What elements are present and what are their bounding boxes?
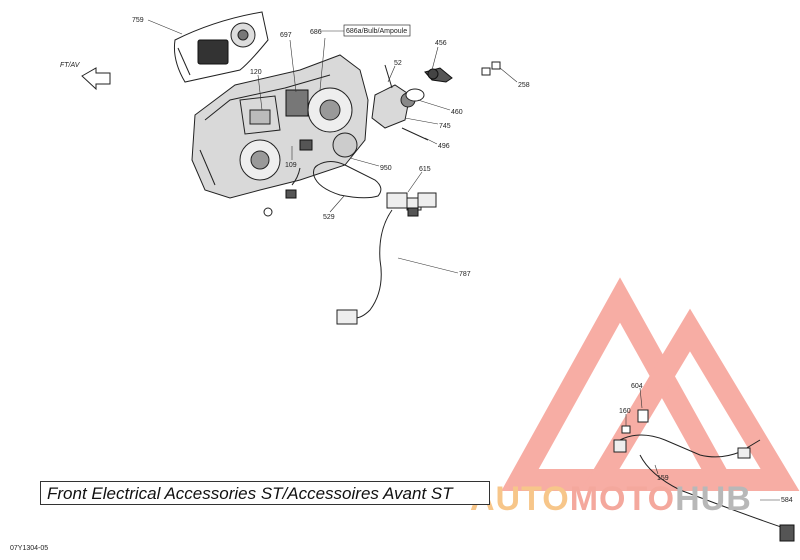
- leader-lines: [147, 19, 780, 501]
- instrument-cluster: [174, 11, 269, 83]
- watermark-text-moto: MOTO: [569, 480, 676, 518]
- callout-496: 496: [438, 143, 450, 150]
- callout-460: 460: [451, 109, 463, 116]
- callout-529: 529: [323, 214, 335, 221]
- callout-109: 109: [285, 162, 297, 169]
- callout-160: 160: [619, 408, 631, 415]
- callout-604: 604: [631, 383, 643, 390]
- diagram-code: 07Y1304-05: [10, 545, 49, 552]
- callout-456: 456: [435, 40, 447, 47]
- callout-120: 120: [250, 69, 262, 76]
- callout-258: 258: [518, 82, 530, 89]
- harness-787: [336, 209, 393, 325]
- clips-258: [481, 61, 501, 76]
- callout-159: 159: [657, 475, 669, 482]
- direction-label: FT/AV: [60, 62, 81, 69]
- connectors-615: [386, 192, 437, 217]
- callout-686: 686: [310, 29, 322, 36]
- watermark-text-hub: HUB: [675, 480, 752, 518]
- headlight-assembly: [191, 54, 369, 199]
- front-direction-arrow: [81, 67, 111, 91]
- callout-745: 745: [439, 123, 451, 130]
- harness-lower-right: [613, 409, 795, 542]
- bulb-sockets: [263, 139, 313, 217]
- callout-759: 759: [132, 17, 144, 24]
- callout-697: 697: [280, 32, 292, 39]
- callout-787: 787: [459, 271, 471, 278]
- callout-615: 615: [419, 166, 431, 173]
- wire-loop: [291, 161, 382, 199]
- callout-52: 52: [394, 60, 402, 67]
- bulb-label-box: [343, 24, 411, 37]
- callout-950: 950: [380, 165, 392, 172]
- diagram-title: Front Electrical Accessories ST/Accessoi…: [47, 484, 453, 503]
- callout-584: 584: [781, 497, 793, 504]
- watermark-logo: [501, 277, 800, 491]
- callout-686a: 686a/Bulb/Ampoule: [346, 28, 407, 35]
- ignition-switch: [371, 64, 453, 141]
- watermark-text: AUTOMOTOHUB: [470, 480, 752, 519]
- title-box: Front Electrical Accessories ST/Accessoi…: [40, 481, 490, 505]
